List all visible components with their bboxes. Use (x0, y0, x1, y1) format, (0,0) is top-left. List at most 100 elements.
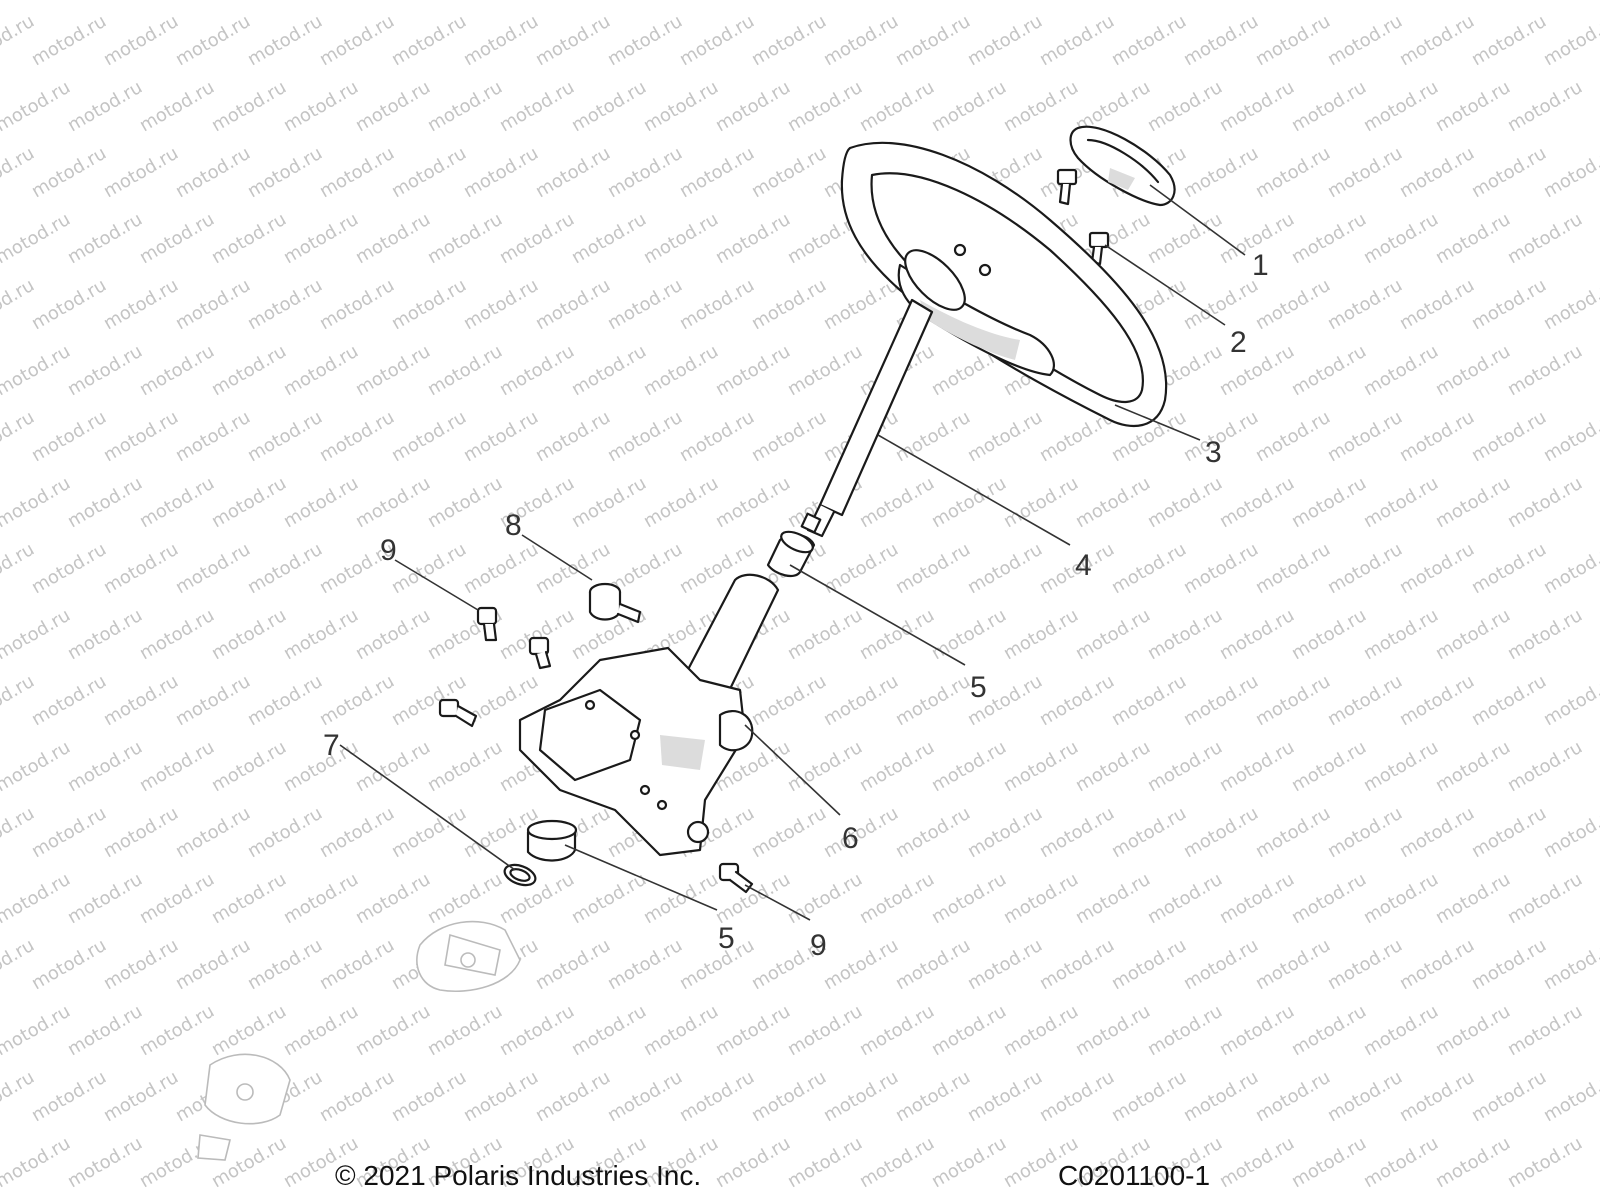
watermark-text: motod.ru (1108, 803, 1190, 862)
watermark-text: motod.ru (604, 275, 686, 334)
watermark-text: motod.ru (640, 209, 722, 268)
callout-8: 8 (505, 509, 522, 542)
watermark-text: motod.ru (1432, 0, 1514, 4)
callout-7: 7 (323, 729, 340, 762)
watermark-text: motod.ru (1036, 1067, 1118, 1126)
watermark-text: motod.ru (1108, 1067, 1190, 1126)
watermark-text: motod.ru (1216, 869, 1298, 928)
watermark-text: motod.ru (280, 77, 362, 136)
watermark-text: motod.ru (352, 0, 434, 4)
leader-9a (394, 559, 479, 611)
intermediate-u-joint-context (197, 920, 521, 1161)
watermark-text: motod.ru (1144, 869, 1226, 928)
watermark-text: motod.ru (1036, 671, 1118, 730)
watermark-text: motod.ru (748, 803, 830, 862)
watermark-text: motod.ru (28, 1067, 110, 1126)
watermark-text: motod.ru (100, 275, 182, 334)
watermark-text: motod.ru (1216, 77, 1298, 136)
watermark-text: motod.ru (1360, 737, 1442, 796)
watermark-text: motod.ru (1000, 869, 1082, 928)
watermark-text: motod.ru (928, 473, 1010, 532)
watermark-text: motod.ru (244, 275, 326, 334)
watermark-text: motod.ru (1396, 1067, 1478, 1126)
watermark-text: motod.ru (1432, 473, 1514, 532)
watermark-text: motod.ru (100, 671, 182, 730)
watermark-text: motod.ru (1144, 473, 1226, 532)
watermark-text: motod.ru (172, 275, 254, 334)
watermark-text: motod.ru (316, 935, 398, 994)
watermark-text: motod.ru (712, 77, 794, 136)
watermark-text: motod.ru (1288, 341, 1370, 400)
watermark-text: motod.ru (604, 11, 686, 70)
watermark-text: motod.ru (1468, 539, 1550, 598)
watermark-text: motod.ru (1504, 605, 1586, 664)
watermark-text: motod.ru (1468, 1067, 1550, 1126)
watermark-text: motod.ru (784, 869, 866, 928)
watermark-text: motod.ru (892, 671, 974, 730)
callout-5-lower: 5 (718, 922, 735, 955)
watermark-text: motod.ru (964, 11, 1046, 70)
retaining-ring (503, 863, 537, 887)
watermark-text: motod.ru (64, 1133, 146, 1192)
watermark-text: motod.ru (748, 671, 830, 730)
watermark-text: motod.ru (64, 605, 146, 664)
watermark-text: motod.ru (748, 1067, 830, 1126)
watermark-text: motod.ru (1252, 407, 1334, 466)
pivot-stud (588, 582, 642, 624)
watermark-text: motod.ru (856, 605, 938, 664)
watermark-text: motod.ru (496, 341, 578, 400)
watermark-text: motod.ru (856, 737, 938, 796)
watermark-text: motod.ru (1432, 209, 1514, 268)
watermark-text: motod.ru (1396, 407, 1478, 466)
watermark-text: motod.ru (280, 0, 362, 4)
watermark-text: motod.ru (1324, 935, 1406, 994)
watermark-text: motod.ru (244, 539, 326, 598)
watermark-text: motod.ru (1180, 1067, 1262, 1126)
watermark-text: motod.ru (1288, 0, 1370, 4)
watermark-text: motod.ru (1540, 275, 1600, 334)
watermark-text: motod.ru (1540, 935, 1600, 994)
watermark-text: motod.ru (388, 275, 470, 334)
watermark-text: motod.ru (1396, 803, 1478, 862)
watermark-text: motod.ru (1540, 143, 1600, 202)
watermark-text: motod.ru (1540, 407, 1600, 466)
watermark-text: motod.ru (748, 275, 830, 334)
watermark-text: motod.ru (1036, 935, 1118, 994)
watermark-text: motod.ru (1432, 1001, 1514, 1060)
watermark-text: motod.ru (1072, 0, 1154, 4)
watermark-text: motod.ru (1252, 539, 1334, 598)
watermark-text: motod.ru (1000, 0, 1082, 4)
watermark-text: motod.ru (1072, 605, 1154, 664)
watermark-text: motod.ru (640, 869, 722, 928)
watermark-text: motod.ru (568, 0, 650, 4)
watermark-text: motod.ru (208, 1001, 290, 1060)
watermark-text: motod.ru (1396, 11, 1478, 70)
watermark-text: motod.ru (172, 803, 254, 862)
callout-1: 1 (1252, 249, 1269, 282)
upper-bushing (766, 530, 816, 578)
watermark-text: motod.ru (748, 11, 830, 70)
watermark-text: motod.ru (0, 737, 74, 796)
watermark-text: motod.ru (1540, 803, 1600, 862)
watermark-text: motod.ru (100, 1067, 182, 1126)
watermark-text: motod.ru (1108, 11, 1190, 70)
watermark-text: motod.ru (712, 1133, 794, 1192)
watermark-text: motod.ru (1288, 605, 1370, 664)
watermark-text: motod.ru (820, 803, 902, 862)
watermark-text: motod.ru (64, 737, 146, 796)
watermark-text: motod.ru (352, 473, 434, 532)
watermark-text: motod.ru (280, 869, 362, 928)
watermark-text: motod.ru (1288, 473, 1370, 532)
watermark-text: motod.ru (136, 341, 218, 400)
watermark-text: motod.ru (784, 341, 866, 400)
watermark-text: motod.ru (1396, 539, 1478, 598)
watermark-text: motod.ru (1540, 11, 1600, 70)
watermark-text: motod.ru (1360, 77, 1442, 136)
watermark-text: motod.ru (0, 473, 74, 532)
watermark-text: motod.ru (496, 1001, 578, 1060)
watermark-text: motod.ru (712, 473, 794, 532)
cap-screw (1056, 168, 1110, 266)
watermark-text: motod.ru (460, 275, 542, 334)
watermark-text: motod.ru (1360, 1001, 1442, 1060)
